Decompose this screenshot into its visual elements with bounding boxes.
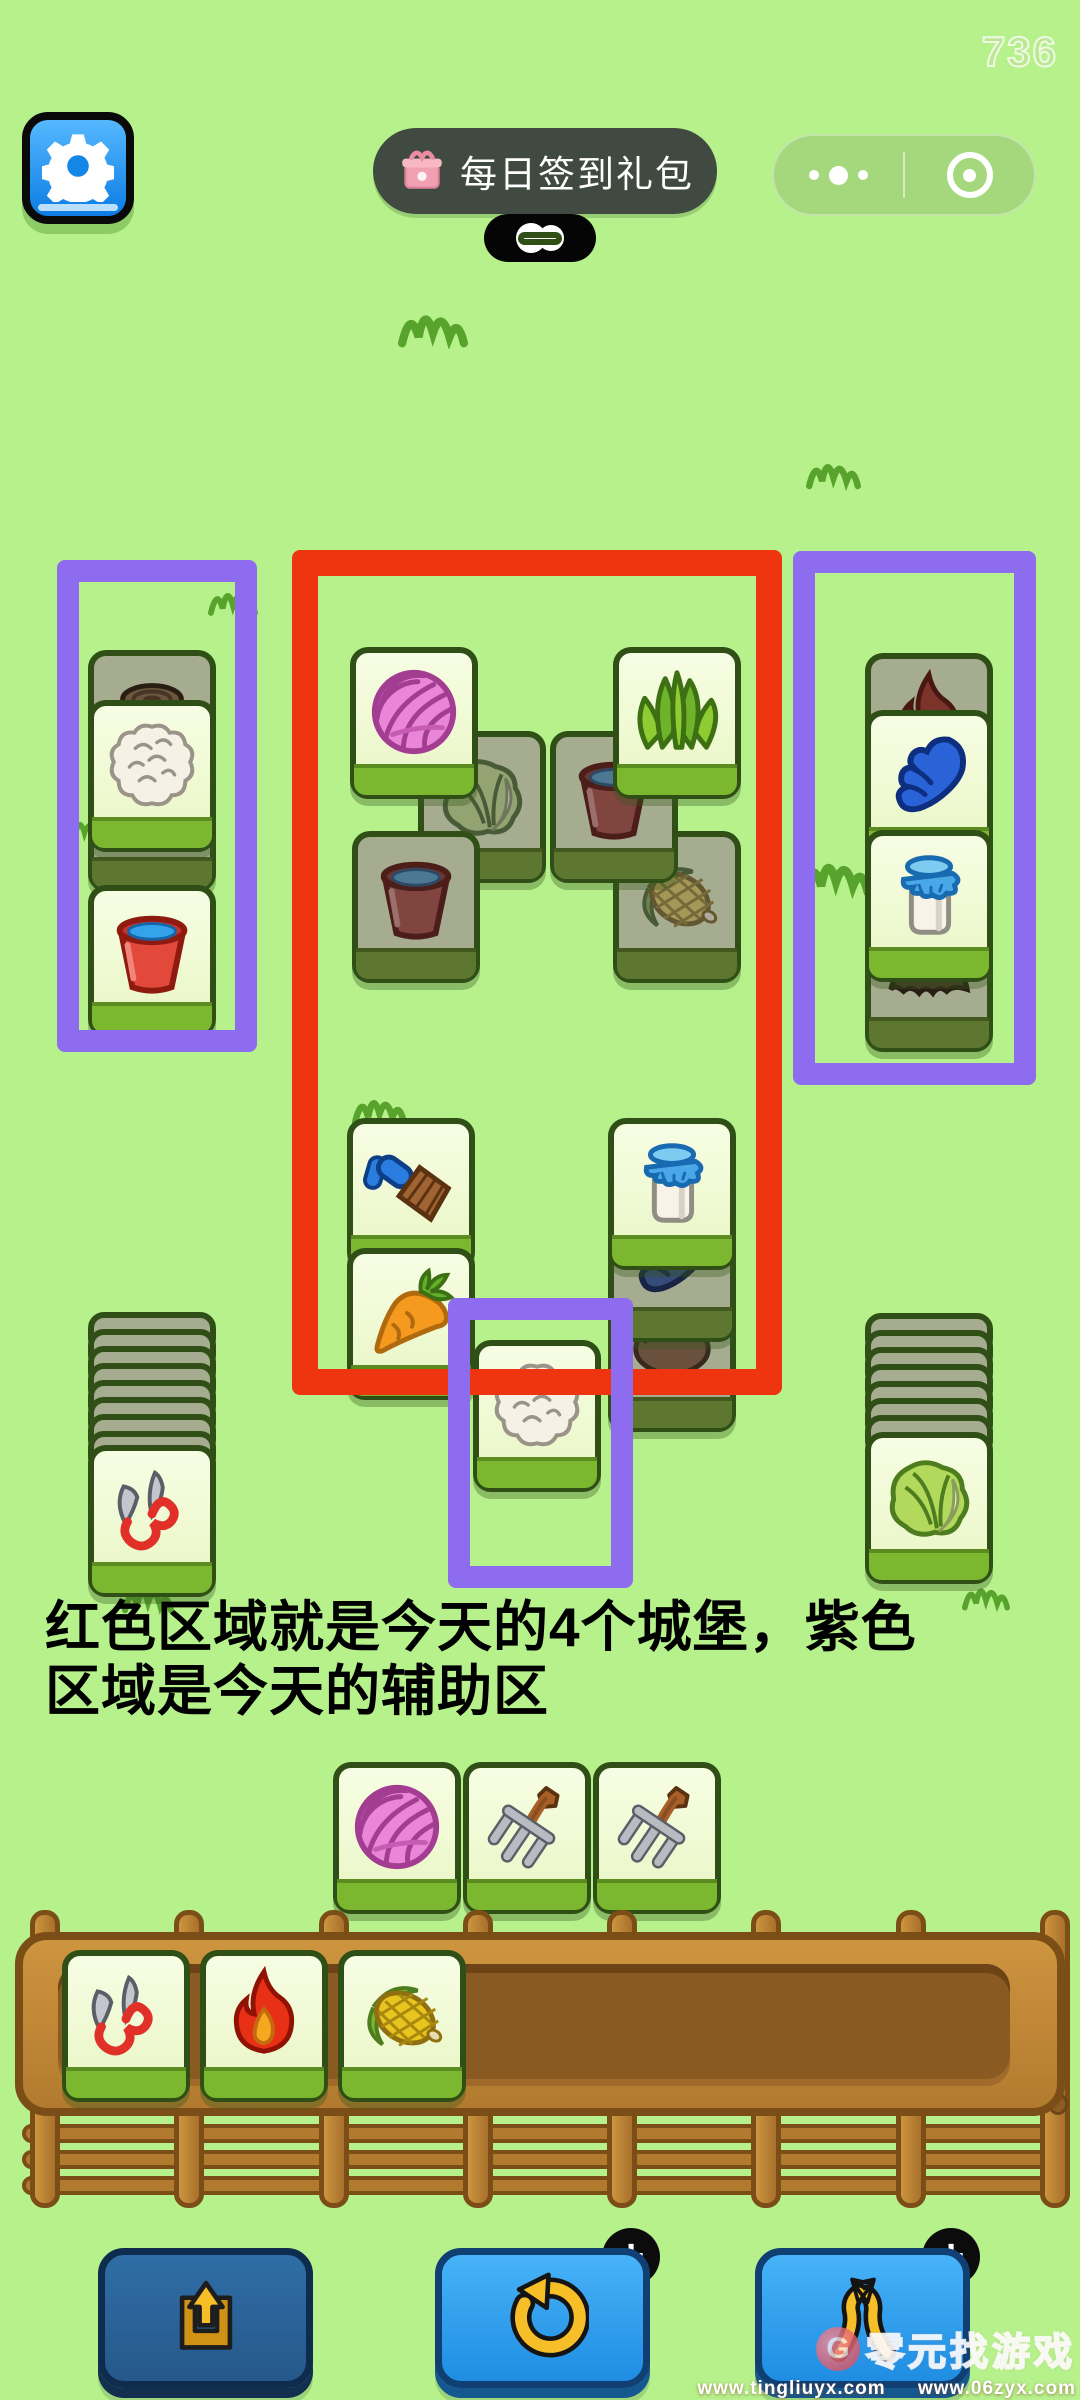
watermark-url2: www.06zyx.com — [917, 2378, 1076, 2399]
tile-milk[interactable] — [608, 1118, 736, 1270]
watermark: G 零元找游戏 www.tingliuyx.com www.06zyx.com — [697, 2321, 1076, 2400]
watermark-logo: G — [815, 2326, 860, 2371]
tile-milk[interactable] — [865, 830, 993, 982]
shears-icon — [77, 1966, 175, 2064]
tile-base — [92, 1002, 212, 1033]
tile-base — [356, 948, 476, 979]
tile-shears[interactable] — [88, 1445, 216, 1597]
gift-icon — [396, 143, 448, 200]
watermark-brand: 零元找游戏 — [865, 2331, 1076, 2375]
grass-tuft-decor — [122, 1578, 174, 1615]
collect-prop-button[interactable] — [98, 2248, 313, 2388]
purple-aux-frame-left — [57, 560, 257, 1052]
yarn-icon — [365, 663, 463, 761]
tile-base — [204, 2067, 324, 2098]
watermark-urls: www.tingliuyx.com www.06zyx.com — [697, 2378, 1076, 2400]
tile-corn — [338, 1950, 466, 2102]
tile-base — [92, 817, 212, 848]
fire-icon — [215, 1965, 313, 2064]
pitchfork-icon — [608, 1778, 706, 1876]
tile-base — [597, 1879, 717, 1910]
undo-button[interactable] — [435, 2248, 650, 2388]
tile-base — [612, 1235, 732, 1266]
corn-icon — [353, 1966, 451, 2064]
cabbage-icon — [880, 1448, 978, 1546]
tile-pitchfork[interactable] — [463, 1762, 591, 1914]
tile-base — [617, 948, 737, 979]
tile-base — [66, 2067, 186, 2098]
ellipsis-icon — [809, 170, 819, 180]
carrot-icon — [362, 1264, 460, 1362]
tutorial-annotation-line1: 红色区域就是今天的4个城堡，紫色 — [45, 1596, 917, 1658]
handle-bar — [518, 231, 562, 245]
grass-tuft-decor — [800, 848, 872, 900]
tile-cabbage[interactable] — [865, 1432, 993, 1584]
tile-shears — [62, 1950, 190, 2102]
more-button[interactable] — [774, 136, 903, 214]
grass-icon — [628, 663, 726, 761]
tile-base — [617, 764, 737, 795]
tile-fire — [200, 1950, 328, 2102]
tile-base — [354, 764, 474, 795]
tutorial-annotation: 红色区域就是今天的4个城堡，紫色 区域是今天的辅助区 — [45, 1596, 1045, 1724]
capsule-divider — [903, 152, 905, 198]
tutorial-annotation-line2: 区域是今天的辅助区 — [45, 1659, 550, 1722]
glove-icon — [880, 726, 978, 824]
brush-icon — [362, 1134, 460, 1232]
red-castle-frame — [292, 550, 782, 1395]
watermark-url1: www.tingliuyx.com — [697, 2378, 886, 2399]
shuffle-button[interactable] — [755, 2248, 970, 2388]
purple-aux-frame-right — [793, 551, 1036, 1085]
tile-bucket[interactable] — [88, 885, 216, 1037]
tile-base — [337, 1879, 457, 1910]
milk-icon — [880, 846, 978, 944]
tile-yarn[interactable] — [350, 647, 478, 799]
tile-base — [92, 1562, 212, 1593]
bucket-icon — [367, 847, 465, 945]
grass-tuft-decor — [806, 452, 861, 492]
exit-button[interactable] — [905, 136, 1034, 214]
miniprogram-capsule — [772, 134, 1036, 216]
settings-button-highlight — [38, 204, 118, 211]
daily-signin-gift-button[interactable]: 每日签到礼包 — [373, 128, 717, 214]
score-counter: 736 — [981, 27, 1058, 76]
milk-icon — [623, 1134, 721, 1232]
tile-base — [342, 2067, 462, 2098]
tile-base — [467, 1879, 587, 1910]
tile-base — [477, 1457, 597, 1488]
target-icon — [946, 152, 993, 198]
tile-base — [869, 947, 989, 978]
tile-grass[interactable] — [613, 647, 741, 799]
tile-bucket — [352, 831, 480, 983]
tile-yarn[interactable] — [333, 1762, 461, 1914]
tile-base — [869, 1549, 989, 1580]
tile-pitchfork[interactable] — [593, 1762, 721, 1914]
daily-signin-gift-label: 每日签到礼包 — [460, 154, 694, 195]
drag-handle — [484, 214, 596, 262]
yarn-icon — [348, 1778, 446, 1876]
grass-tuft-decor — [352, 1088, 407, 1128]
grass-tuft-decor — [398, 300, 468, 350]
tile-base — [92, 857, 212, 888]
pitchfork-icon — [478, 1778, 576, 1876]
cotton-icon — [103, 716, 201, 814]
tile-cotton[interactable] — [88, 700, 216, 852]
tile-base — [554, 848, 674, 879]
tile-base — [869, 1017, 989, 1048]
bucket-icon — [103, 901, 201, 999]
shears-icon — [103, 1461, 201, 1559]
settings-button[interactable] — [22, 112, 134, 224]
grass-tuft-decor — [962, 1578, 1010, 1613]
purple-aux-frame-bottom — [448, 1298, 633, 1588]
